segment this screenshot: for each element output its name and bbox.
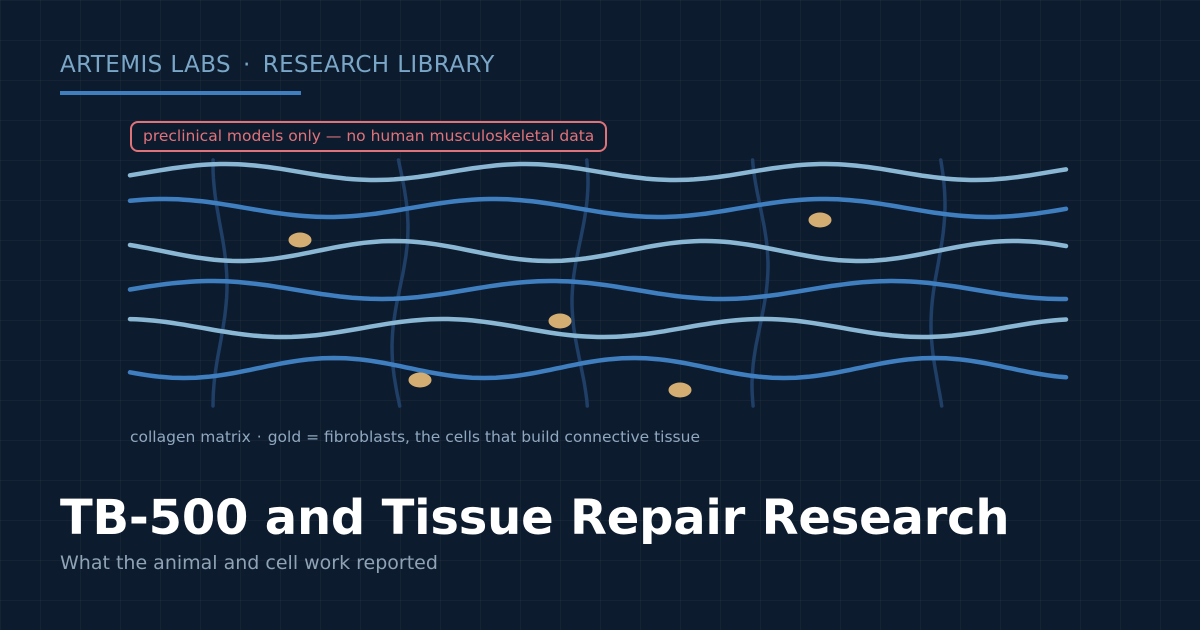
collagen-fiber-1 (127, 161, 1069, 183)
fibroblast-cells (288, 212, 832, 398)
page-title: TB-500 and Tissue Repair Research (60, 490, 1010, 546)
fibroblast-cell-4 (408, 372, 432, 388)
collagen-fiber-2 (127, 196, 1069, 220)
brand-name: ARTEMIS LABS (60, 52, 232, 78)
brand-header: ARTEMIS LABS · RESEARCH LIBRARY (60, 52, 495, 78)
collagen-fibers (127, 161, 1069, 381)
fibroblast-cell-2 (808, 212, 832, 228)
collagen-fiber-5 (127, 316, 1069, 340)
crosslink-fiber-4 (750, 158, 770, 408)
collagen-fiber-4 (127, 278, 1069, 302)
fibroblast-cell-5 (668, 382, 692, 398)
preclinical-warning-badge: preclinical models only — no human muscu… (130, 121, 608, 152)
collagen-fiber-3 (127, 238, 1069, 264)
brand-separator: · (243, 52, 251, 78)
preclinical-warning-text: preclinical models only — no human muscu… (143, 127, 595, 145)
illustration-caption: collagen matrix · gold = fibroblasts, the … (130, 428, 700, 446)
collagen-fiber-6 (127, 355, 1069, 381)
caption-separator: · (256, 428, 262, 446)
fibroblast-cell-1 (288, 232, 312, 248)
page-subtitle: What the animal and cell work reported (60, 552, 438, 574)
caption-legend: gold = fibroblasts, the cells that build… (267, 428, 700, 446)
caption-label: collagen matrix (130, 428, 251, 446)
brand-section: RESEARCH LIBRARY (262, 52, 495, 78)
fibroblast-cell-3 (548, 313, 572, 329)
brand-underline (60, 91, 301, 95)
